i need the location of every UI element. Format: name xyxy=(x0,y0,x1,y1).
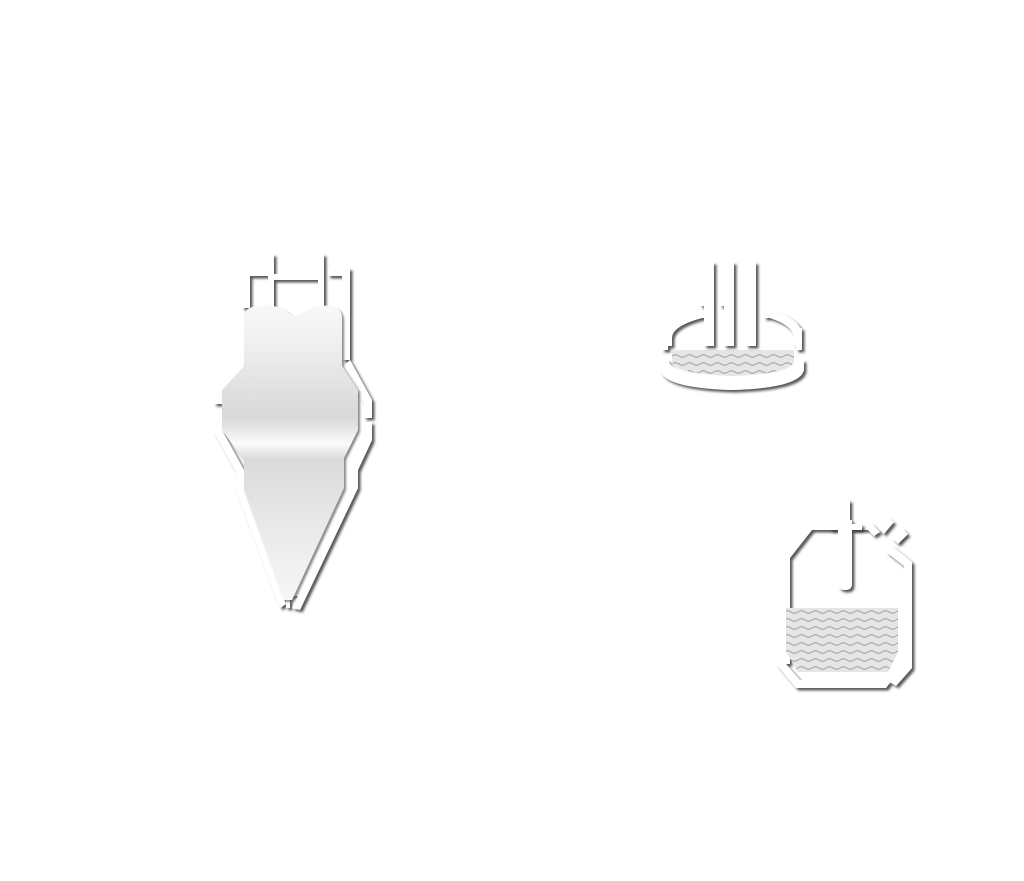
electrolytic-cell-liquid xyxy=(672,350,794,376)
reactor-tank-liquid xyxy=(786,608,898,672)
reactor-tank[interactable] xyxy=(776,500,912,688)
electrode-group xyxy=(700,262,756,346)
electrode-1 xyxy=(704,262,714,346)
electrolytic-cell[interactable] xyxy=(660,262,804,390)
cyclone-vessel[interactable] xyxy=(214,254,372,610)
cyclone-body xyxy=(222,305,358,600)
dip-pipe xyxy=(830,500,862,590)
electrode-2 xyxy=(724,262,734,346)
cyclone-frame xyxy=(214,254,372,610)
electrode-3 xyxy=(746,262,756,346)
electrolytic-cell-frame xyxy=(660,312,804,390)
